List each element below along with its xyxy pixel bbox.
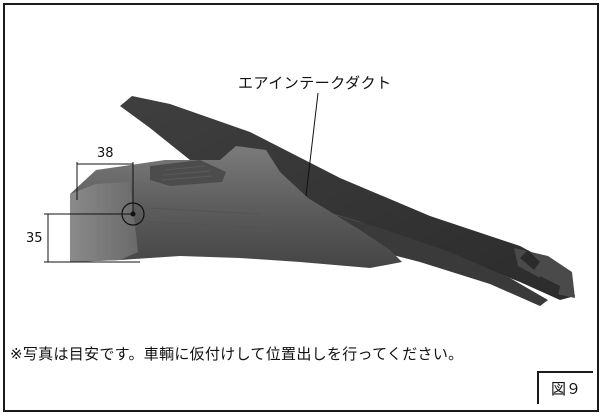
callout-leader	[305, 92, 319, 197]
figure-number: 図９	[550, 380, 581, 398]
dimension-vertical: 35	[26, 231, 43, 246]
caption-note: ※写真は目安です。車輌に仮付けして位置出しを行ってください。	[10, 345, 464, 363]
figure-number-box: 図９	[537, 371, 593, 404]
duct-front-face	[70, 182, 138, 262]
callout-label: エアインテークダクト	[238, 74, 392, 92]
dimension-horizontal: 38	[97, 146, 114, 161]
duct-top-blade	[120, 96, 575, 300]
